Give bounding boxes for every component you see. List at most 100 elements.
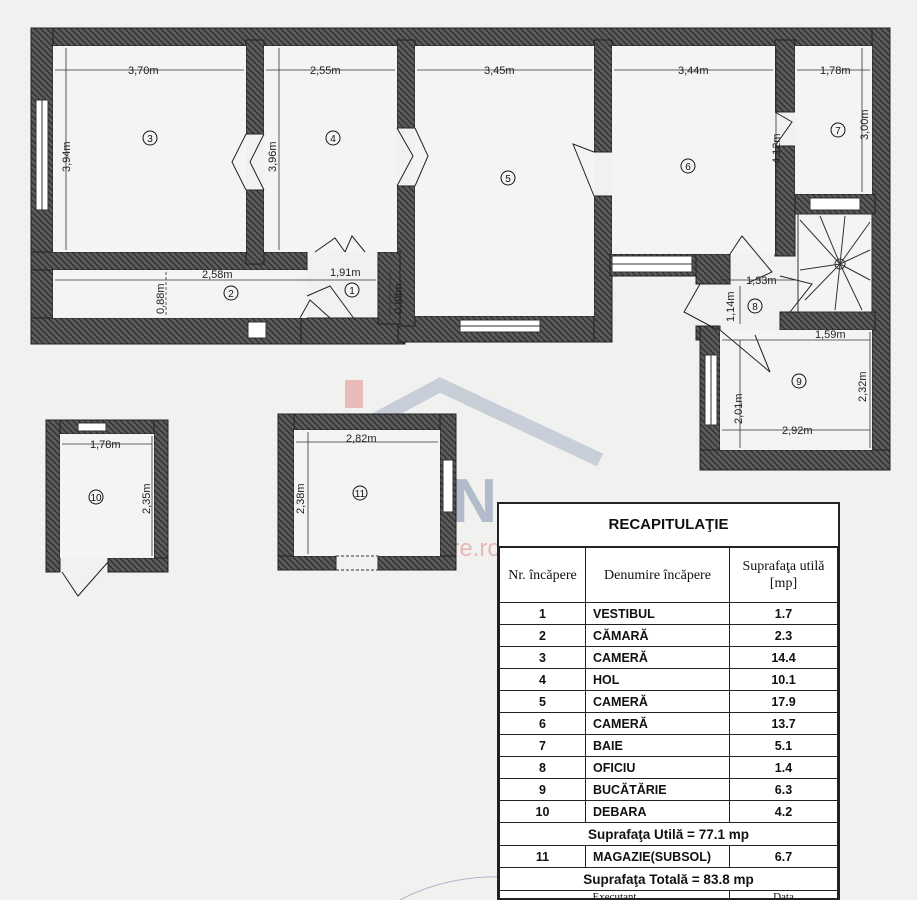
footer-row: Executant Data	[499, 890, 838, 898]
row-area: 1.7	[729, 602, 838, 625]
room-11-label: 11	[355, 489, 366, 500]
row-area: 6.3	[729, 778, 838, 801]
dim-r8-width: 1,33m	[746, 275, 777, 287]
windows	[35, 99, 861, 426]
dim-r6-height: 4,12m	[771, 133, 783, 164]
room-11-walls	[277, 413, 457, 571]
dim-r4-height: 3,96m	[267, 141, 279, 172]
row-nr: 1	[499, 602, 586, 625]
dim-r3-height: 3,94m	[61, 141, 73, 172]
dim-r10-height: 2,35m	[141, 483, 153, 514]
row-area: 4.2	[729, 800, 838, 823]
dim-r11-width: 2,82m	[346, 433, 377, 445]
row-nr: 9	[499, 778, 586, 801]
row-name: BAIE	[585, 734, 730, 757]
row-area: 5.1	[729, 734, 838, 757]
row-area: 1.4	[729, 756, 838, 779]
usable-total-row: Suprafaţa Utilă = 77.1 mp	[499, 822, 838, 846]
recap-grid: Nr. încăpere Denumire încăpere Suprafaţa…	[499, 547, 838, 898]
row-name: CĂMARĂ	[585, 624, 730, 647]
row-area: 2.3	[729, 624, 838, 647]
room-numbers: 3 4 5 6 7 2 1 8 9 10 11	[90, 126, 841, 504]
dim-r2-width: 2,58m	[202, 269, 233, 281]
grand-total: Suprafaţa Totală = 83.8 mp	[499, 867, 838, 891]
row-name: CAMERĂ	[585, 712, 730, 735]
dim-r2-height: 0,88m	[155, 283, 167, 314]
footer-executant: Executant	[499, 890, 730, 898]
header-nr: Nr. încăpere	[499, 547, 586, 603]
dim-r9-width: 2,92m	[782, 425, 813, 437]
row-area: 17.9	[729, 690, 838, 713]
row-nr: 11	[499, 845, 586, 868]
row-area: 13.7	[729, 712, 838, 735]
dim-r7-height: 3,00m	[859, 109, 871, 140]
room-10-label: 10	[90, 493, 102, 504]
room-4-label: 4	[330, 134, 336, 145]
room-8-label: 8	[752, 302, 758, 313]
row-area: 14.4	[729, 646, 838, 669]
row-name: MAGAZIE(SUBSOL)	[585, 845, 730, 868]
row-name: HOL	[585, 668, 730, 691]
row-name: OFICIU	[585, 756, 730, 779]
dim-r5-width: 3,45m	[484, 65, 515, 77]
dimension-lines	[55, 48, 871, 556]
dim-r9-top: 1,59m	[815, 329, 846, 341]
dimension-labels: 3,70m 2,55m 3,45m 3,44m 1,78m 3,94m 3,96…	[61, 65, 871, 514]
dim-r6-width: 3,44m	[678, 65, 709, 77]
row-nr: 8	[499, 756, 586, 779]
row-nr: 2	[499, 624, 586, 647]
room-3-label: 3	[147, 134, 153, 145]
room-9-label: 9	[796, 377, 802, 388]
room-6-label: 6	[685, 162, 691, 173]
dim-r1-width: 1,91m	[330, 267, 361, 279]
row-name: BUCĂTĂRIE	[585, 778, 730, 801]
recap-title: RECAPITULAŢIE	[499, 504, 838, 547]
row-nr: 3	[499, 646, 586, 669]
room-10-walls	[45, 419, 169, 573]
dim-r10-width: 1,78m	[90, 439, 121, 451]
room-markers	[88, 122, 846, 505]
row-nr: 10	[499, 800, 586, 823]
row-nr: 6	[499, 712, 586, 735]
row-name: CAMERĂ	[585, 646, 730, 669]
row-area: 6.7	[729, 845, 838, 868]
usable-total: Suprafaţa Utilă = 77.1 mp	[499, 822, 838, 846]
row-name: DEBARA	[585, 800, 730, 823]
dim-r11-height: 2,38m	[295, 483, 307, 514]
row-name: VESTIBUL	[585, 602, 730, 625]
dim-r4-width: 2,55m	[310, 65, 341, 77]
doors	[231, 111, 813, 373]
dim-r8-height: 1,14m	[725, 291, 737, 322]
header-area: Suprafaţa utilă [mp]	[729, 547, 838, 603]
dim-r3-width: 3,70m	[128, 65, 159, 77]
room-7-label: 7	[835, 126, 841, 137]
room-5-label: 5	[505, 174, 511, 185]
row-nr: 5	[499, 690, 586, 713]
row-name: CAMERĂ	[585, 690, 730, 713]
dim-r1-height: 0,88m	[393, 283, 405, 314]
footer-data: Data	[729, 890, 838, 898]
recap-table: RECAPITULAŢIE Nr. încăpere Denumire încă…	[497, 502, 840, 900]
dim-r7-width: 1,78m	[820, 65, 851, 77]
header-name: Denumire încăpere	[585, 547, 730, 603]
room-1-label: 1	[349, 286, 355, 297]
row-nr: 7	[499, 734, 586, 757]
row-area: 10.1	[729, 668, 838, 691]
staircase	[797, 213, 873, 313]
room-2-label: 2	[228, 289, 234, 300]
dim-r9-right: 2,32m	[857, 371, 869, 402]
dim-r9-left: 2,01m	[733, 393, 745, 424]
grand-total-row: Suprafaţa Totală = 83.8 mp	[499, 867, 838, 891]
row-nr: 4	[499, 668, 586, 691]
